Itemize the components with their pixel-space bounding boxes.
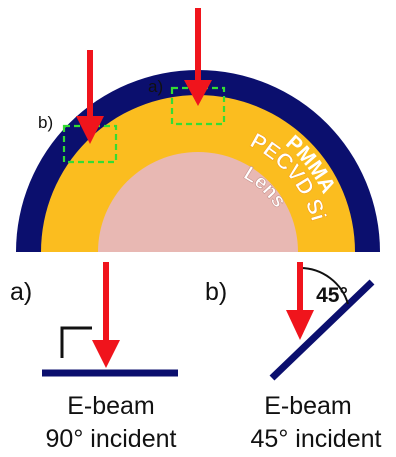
panel-a-line2: 90° incident bbox=[46, 425, 177, 453]
panel-a-line1: E-beam bbox=[67, 392, 155, 420]
angle-arc-icon bbox=[299, 267, 349, 305]
marker-b-label: b) bbox=[38, 113, 53, 132]
panel-b-line2: 45° incident bbox=[251, 425, 382, 453]
ebeam-arrow-top-center bbox=[184, 8, 212, 106]
marker-a-label: a) bbox=[148, 77, 163, 96]
panel-b-line1: E-beam bbox=[264, 392, 352, 420]
ebeam-arrow-panel-a bbox=[92, 262, 120, 368]
panel-a-tag: a) bbox=[10, 278, 32, 306]
ebeam-arrow-panel-b bbox=[286, 262, 314, 340]
angle-label: 45° bbox=[316, 284, 348, 307]
right-angle-icon bbox=[60, 326, 92, 358]
ebeam-arrow-top-left bbox=[76, 50, 104, 144]
lens-layer bbox=[98, 152, 298, 252]
substrate-45 bbox=[269, 279, 375, 381]
panel-b-tag: b) bbox=[205, 278, 227, 306]
